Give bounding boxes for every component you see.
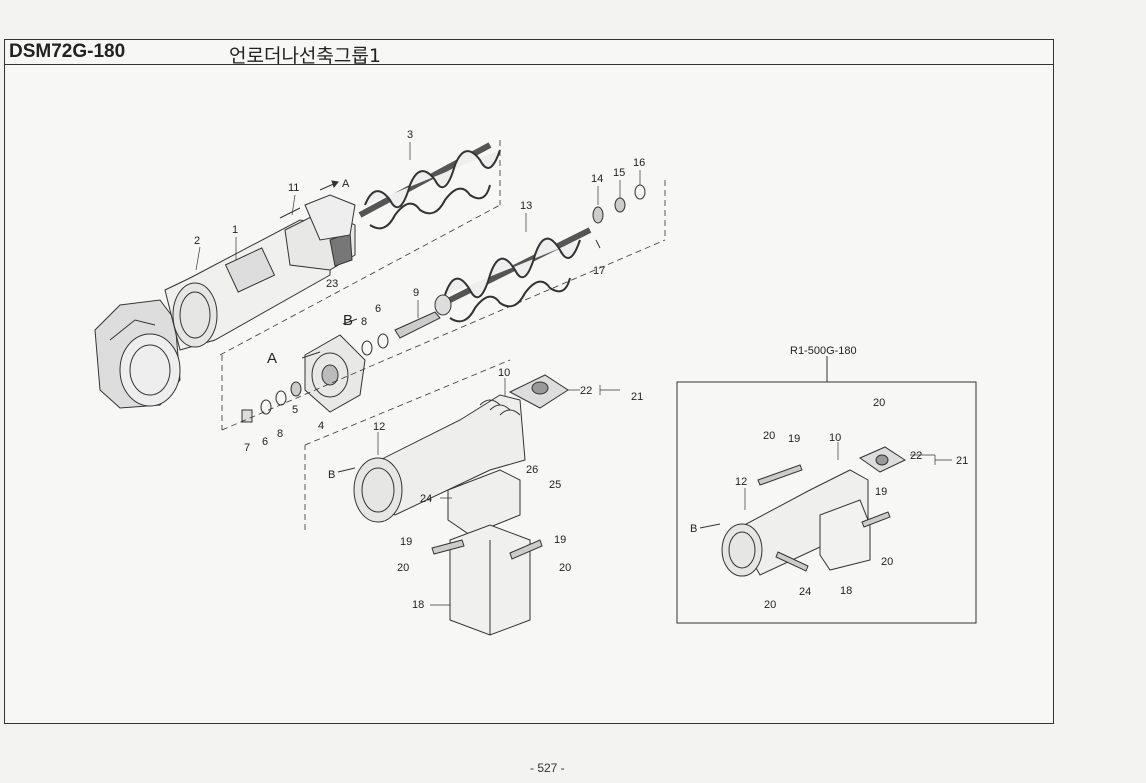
title-bar: DSM72G-180 언로더나선축그룹1 (5, 40, 1053, 67)
callout-20-left: 20 (397, 562, 409, 574)
callout-26: 26 (526, 464, 538, 476)
inset-callout-12: 12 (735, 476, 747, 488)
callout-8-lower: 8 (277, 428, 283, 440)
discharge-pipe (353, 394, 526, 523)
callout-19-right: 19 (554, 534, 566, 546)
callout-22: 22 (580, 385, 592, 397)
callout-18: 18 (412, 599, 424, 611)
group-title: 언로더나선축그룹1 (229, 45, 381, 67)
model-number: DSM72G-180 (9, 41, 126, 62)
callout-23: 23 (326, 278, 338, 290)
callout-13: 13 (520, 200, 532, 212)
ref-b-upper: B (343, 312, 353, 329)
inset-callout-20-right: 20 (881, 556, 893, 568)
callout-2: 2 (194, 235, 200, 247)
callout-1: 1 (232, 224, 238, 236)
inset-ref-b: B (690, 523, 697, 535)
bearing-housing (304, 334, 366, 413)
callout-6-upper: 6 (375, 303, 381, 315)
ref-a-upper: A (342, 178, 350, 190)
callout-7: 7 (244, 442, 250, 454)
callout-25: 25 (549, 479, 561, 491)
callout-10: 10 (498, 367, 510, 379)
motor-unit (94, 299, 181, 409)
inset-callout-10: 10 (829, 432, 841, 444)
page-number: - 527 - (530, 761, 565, 775)
inset-callout-18: 18 (840, 585, 852, 597)
callout-5: 5 (292, 404, 298, 416)
inset-callout-20-bottom: 20 (764, 599, 776, 611)
callout-20-right: 20 (559, 562, 571, 574)
callout-24: 24 (420, 493, 432, 505)
callout-14: 14 (591, 173, 603, 185)
callout-3: 3 (407, 129, 413, 141)
inset-callout-19-right: 19 (875, 486, 887, 498)
callout-19-left: 19 (400, 536, 412, 548)
callout-11: 11 (288, 182, 299, 194)
inset-callout-21: 21 (956, 455, 968, 467)
inset-callout-20-top: 20 (873, 397, 885, 409)
callout-21: 21 (631, 391, 643, 403)
callout-8-upper: 8 (361, 316, 367, 328)
callout-12: 12 (373, 421, 385, 433)
callout-6-lower: 6 (262, 436, 268, 448)
callout-17: 17 (593, 265, 605, 277)
callout-4: 4 (318, 420, 324, 432)
auger-lower (434, 227, 592, 323)
ref-b-pipe: B (328, 469, 335, 481)
callout-16: 16 (633, 157, 645, 169)
inset-title: R1-500G-180 (790, 345, 857, 357)
inset-callout-22: 22 (910, 450, 922, 462)
inset-callout-19-top: 19 (788, 433, 800, 445)
inset-assembly (721, 446, 907, 577)
ref-a-lower: A (267, 350, 277, 367)
auger-upper (358, 142, 501, 230)
inset-callout-20-left: 20 (763, 430, 775, 442)
inset-callout-24: 24 (799, 586, 811, 598)
callout-15: 15 (613, 167, 625, 179)
callout-9: 9 (413, 287, 419, 299)
